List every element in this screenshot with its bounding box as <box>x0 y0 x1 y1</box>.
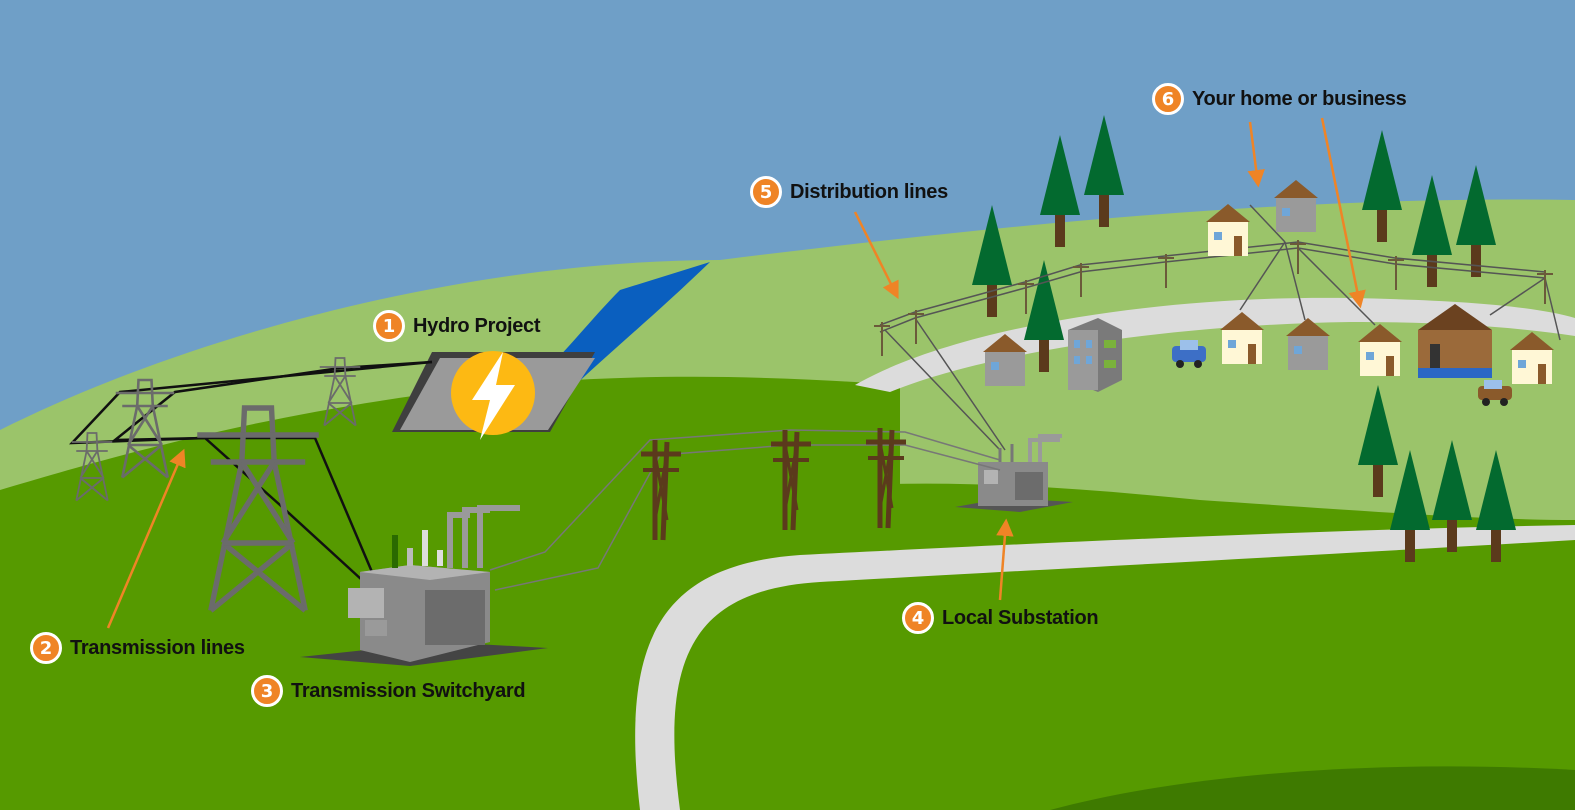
substation-feed-lines <box>489 429 1001 591</box>
callout-number-badge: 6 <box>1152 83 1184 115</box>
callout-transmission-lines: 2 Transmission lines <box>30 632 245 664</box>
callout-number-badge: 2 <box>30 632 62 664</box>
transmission-switchyard-icon <box>300 505 548 666</box>
lightning-bolt-icon <box>472 352 515 440</box>
transmission-lines <box>68 360 433 581</box>
foreground-shade <box>1050 766 1575 810</box>
upper-road <box>855 297 1575 392</box>
callout-number-badge: 1 <box>373 310 405 342</box>
car-icon <box>1478 380 1512 406</box>
distribution-lines <box>879 204 1561 451</box>
car-icon <box>1172 340 1206 368</box>
callout-label: Local Substation <box>942 606 1099 629</box>
hydro-project-icon <box>392 351 595 440</box>
callout-number-badge: 3 <box>251 675 283 707</box>
local-substation-icon <box>955 434 1073 512</box>
callout-number-badge: 5 <box>750 176 782 208</box>
callout-local-substation: 4 Local Substation <box>902 602 1099 634</box>
callout-number-badge: 4 <box>902 602 934 634</box>
callout-hydro-project: 1 Hydro Project <box>373 310 541 342</box>
callout-label: Transmission lines <box>70 636 245 659</box>
callout-distribution-lines: 5 Distribution lines <box>750 176 948 208</box>
pointer-arrows <box>106 117 1366 629</box>
callout-label: Transmission Switchyard <box>291 679 526 702</box>
business-building-icon <box>1418 304 1492 378</box>
apartment-building-icon <box>1068 318 1122 392</box>
callout-label: Distribution lines <box>790 180 948 203</box>
callout-label: Your home or business <box>1192 87 1407 110</box>
callout-label: Hydro Project <box>413 314 541 337</box>
callout-home-or-business: 6 Your home or business <box>1152 83 1407 115</box>
callout-transmission-switchyard: 3 Transmission Switchyard <box>251 675 526 707</box>
